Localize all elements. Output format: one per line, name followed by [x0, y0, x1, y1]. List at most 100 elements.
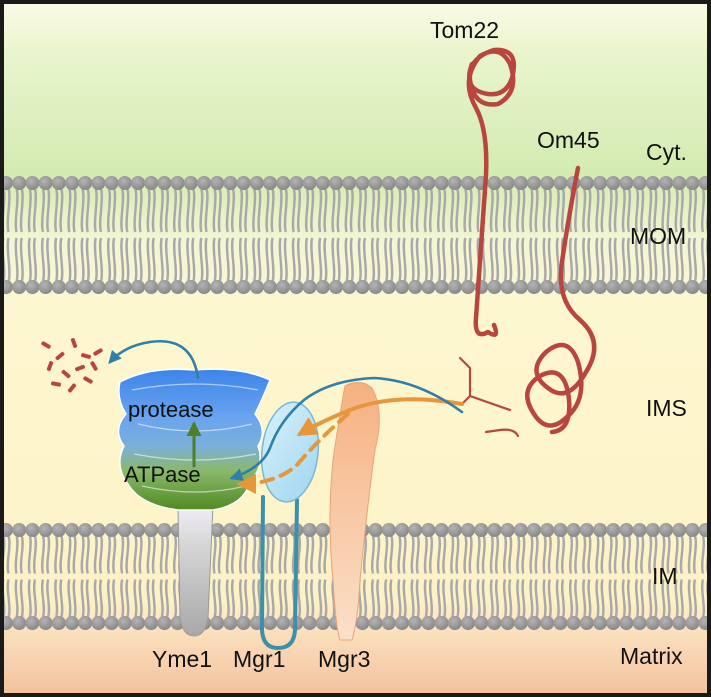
- lipid-tail: [621, 237, 626, 282]
- lipid-head: [183, 176, 198, 190]
- lipid-tail: [14, 535, 19, 574]
- lipid-head: [474, 523, 489, 537]
- peptide-fragment: [41, 341, 51, 349]
- lipid-tail: [666, 237, 671, 282]
- peptide-fragment: [55, 351, 65, 361]
- lipid-head: [65, 280, 79, 294]
- lipid-head: [461, 523, 475, 537]
- lipid-tail: [159, 535, 164, 574]
- lipid-head: [91, 280, 106, 294]
- lipid-tail: [582, 188, 587, 233]
- lipid-head: [659, 176, 673, 190]
- lipid-tail: [265, 579, 270, 618]
- peptide-fragment: [46, 361, 54, 371]
- lipid-tail: [370, 579, 376, 618]
- lipid-tail: [370, 535, 376, 574]
- lipid-tail: [270, 579, 275, 618]
- lipid-tail: [547, 535, 552, 574]
- lipid-tail: [257, 188, 262, 233]
- lipid-tail: [516, 237, 521, 282]
- lipid-tail: [265, 237, 270, 282]
- lipid-tail: [613, 535, 618, 574]
- peptide-fragment: [75, 364, 85, 372]
- protease-domain-label: protease: [128, 397, 214, 422]
- lipid-head: [157, 176, 172, 190]
- lipid-tail: [648, 579, 653, 618]
- lipid-tail: [587, 237, 592, 282]
- lipid-head: [487, 523, 502, 537]
- lipid-tail: [106, 237, 112, 282]
- lipid-tail: [384, 579, 389, 618]
- lipid-tail: [542, 579, 547, 618]
- lipid-tail: [494, 579, 500, 618]
- lipid-head: [249, 523, 264, 537]
- lipid-tail: [120, 188, 125, 233]
- lipid-head: [368, 176, 383, 190]
- lipid-head: [38, 176, 53, 190]
- lipid-tail: [212, 535, 217, 574]
- lipid-head: [659, 280, 673, 294]
- lipid-head: [513, 523, 528, 537]
- lipid-tail: [27, 237, 32, 282]
- lipid-tail: [700, 188, 706, 233]
- lipid-tail: [112, 579, 117, 618]
- lipid-head: [527, 176, 541, 190]
- lipid-head: [223, 523, 238, 537]
- lipid-tail: [265, 535, 270, 574]
- lipid-head: [395, 616, 409, 630]
- lipid-head: [25, 176, 40, 190]
- lipid-tail: [178, 188, 183, 233]
- lipid-tail: [687, 535, 692, 574]
- lipid-tail: [442, 579, 447, 618]
- lipid-tail: [6, 188, 11, 233]
- lipid-tail: [521, 579, 526, 618]
- lipid-tail: [463, 535, 468, 574]
- peptide-fragment: [93, 348, 103, 356]
- lipid-tail: [516, 188, 521, 233]
- lipid-tail: [423, 237, 428, 282]
- lipid-head: [632, 176, 647, 190]
- lipid-head: [210, 176, 225, 190]
- lipid-head: [461, 616, 475, 630]
- lipid-head: [381, 176, 396, 190]
- lipid-head: [131, 176, 145, 190]
- peptide-fragment: [80, 353, 92, 359]
- lipid-head: [672, 523, 687, 537]
- lipid-tail: [112, 188, 117, 233]
- lipid-tail: [238, 188, 244, 233]
- lipid-tail: [389, 237, 394, 282]
- lipid-tail: [212, 579, 217, 618]
- lipid-tail: [450, 535, 455, 574]
- lipid-head: [408, 523, 423, 537]
- lipid-tail: [640, 237, 645, 282]
- atpase-domain-label: ATPase: [124, 462, 201, 487]
- lipid-tail: [98, 535, 104, 574]
- lipid-tail: [80, 579, 85, 618]
- lipid-tail: [93, 535, 98, 574]
- lipid-tail: [600, 188, 605, 233]
- lipid-head: [408, 280, 423, 294]
- lipid-tail: [534, 579, 539, 618]
- lipid-head: [315, 176, 330, 190]
- tom22-substrate: [466, 47, 517, 337]
- lipid-tail: [634, 579, 640, 618]
- lipid-head: [117, 616, 132, 630]
- lipid-tail: [336, 188, 341, 233]
- lipid-tail: [415, 237, 420, 282]
- lipid-tail: [283, 237, 288, 282]
- lipid-head: [12, 176, 27, 190]
- lipid-tail: [674, 188, 679, 233]
- lipid-tail: [72, 237, 77, 282]
- lipid-head: [236, 280, 251, 294]
- lipid-tail: [125, 535, 130, 574]
- lipid-head: [553, 523, 568, 537]
- lipid-tail: [648, 188, 653, 233]
- lipid-tail: [46, 579, 51, 618]
- lipid-head: [276, 616, 291, 630]
- lipid-tail: [547, 188, 552, 233]
- lipid-tail: [40, 579, 46, 618]
- lipid-head: [157, 280, 172, 294]
- lipid-head: [210, 523, 225, 537]
